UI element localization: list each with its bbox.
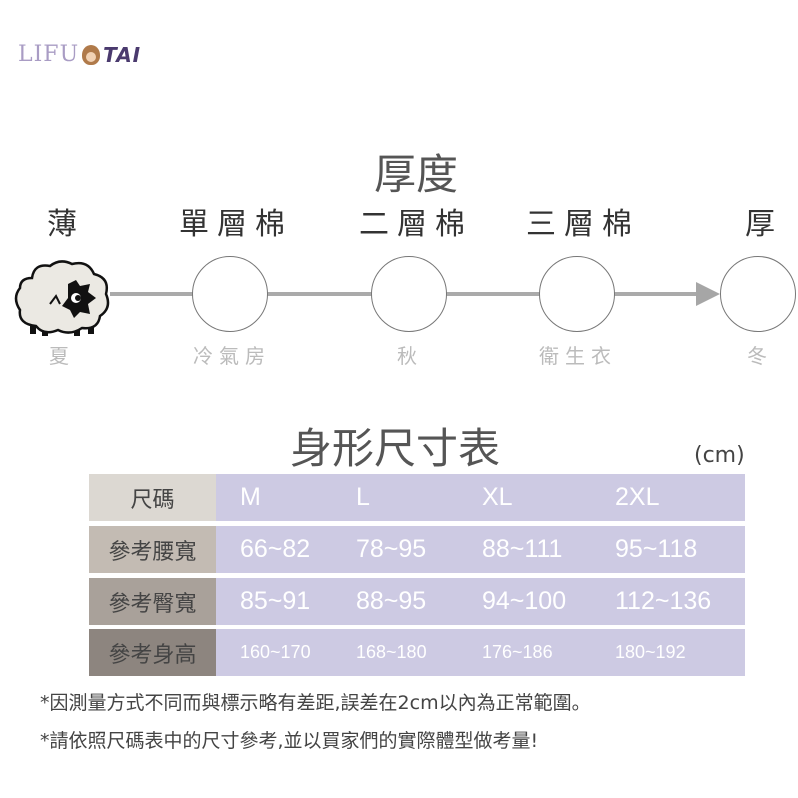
- season-label: 衛生衣: [539, 344, 617, 368]
- value-cell: 112~136: [615, 587, 712, 615]
- stage-label: 單層棉: [179, 207, 293, 242]
- table-row: 參考身高 160~170 168~180 176~186 180~192: [89, 629, 745, 676]
- value-cell: 88~111: [482, 535, 563, 563]
- value-cell: 94~100: [482, 587, 567, 615]
- value-cell: 176~186: [482, 642, 553, 662]
- logo-text: TAI: [103, 42, 142, 67]
- value-cell: 160~170: [240, 642, 311, 662]
- size-cell: 2XL: [615, 483, 660, 511]
- thickness-title: 厚度: [373, 150, 458, 199]
- thick-label: 厚: [745, 207, 775, 242]
- stage-circle: [720, 256, 796, 332]
- stage-circle: [371, 256, 447, 332]
- size-cell: L: [356, 483, 370, 511]
- value-cell: 95~118: [615, 535, 698, 563]
- row-label: 參考身高: [89, 629, 216, 676]
- value-cell: 180~192: [615, 642, 686, 662]
- size-table-title: 身形尺寸表: [290, 424, 501, 473]
- value-cell: 66~82: [240, 535, 311, 563]
- size-header-row: 尺碼 M L XL 2XL: [89, 474, 745, 521]
- logo-text: LIFU: [18, 42, 80, 67]
- value-cell: 88~95: [356, 587, 427, 615]
- size-cell: XL: [482, 483, 513, 511]
- brand-logo: LIFU TAI: [18, 42, 141, 67]
- thin-label: 薄: [47, 207, 77, 242]
- stage-circle: [539, 256, 615, 332]
- season-label: 冷氣房: [193, 344, 271, 368]
- stage-circle: [192, 256, 268, 332]
- note-text: *因測量方式不同而與標示略有差距,誤差在2cm以內為正常範圍。: [40, 692, 591, 714]
- season-label: 夏: [49, 344, 75, 368]
- stage-label: 二層棉: [359, 207, 473, 242]
- value-cell: 168~180: [356, 642, 427, 662]
- stage-label: 三層棉: [526, 207, 640, 242]
- season-label: 秋: [397, 344, 423, 368]
- row-label: 參考腰寬: [89, 526, 216, 573]
- row-label: 參考臀寬: [89, 578, 216, 625]
- size-cell: M: [240, 483, 261, 511]
- value-cell: 85~91: [240, 587, 311, 615]
- sheep-icon: [14, 260, 110, 336]
- table-row: 參考臀寬 85~91 88~95 94~100 112~136: [89, 578, 745, 625]
- arrow-right-icon: [696, 282, 720, 306]
- unit-label: (cm): [694, 443, 745, 468]
- value-cell: 78~95: [356, 535, 427, 563]
- row-label: 尺碼: [89, 474, 216, 521]
- table-row: 參考腰寬 66~82 78~95 88~111 95~118: [89, 526, 745, 573]
- season-label: 冬: [747, 344, 773, 368]
- note-text: *請依照尺碼表中的尺寸參考,並以買家們的實際體型做考量!: [40, 730, 539, 752]
- logo-face-icon: [82, 44, 101, 65]
